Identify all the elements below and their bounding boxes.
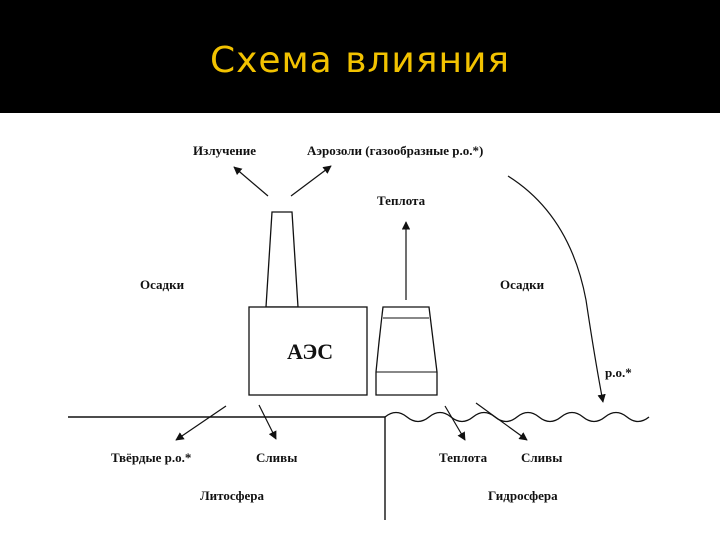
water-surface: [384, 411, 650, 423]
heat-bottom-arrow: [444, 405, 466, 441]
radiation-arrow: [233, 166, 269, 197]
label-heat-bottom: Теплота: [439, 450, 488, 465]
discharge-right-arrow: [475, 402, 528, 441]
influence-diagram: [68, 165, 650, 520]
label-heat-top: Теплота: [377, 193, 426, 208]
chimney: [265, 211, 299, 308]
label-ro: р.о.*: [605, 365, 632, 380]
discharge-left-arrow: [258, 404, 277, 440]
solid-ro-arrow: [175, 405, 227, 441]
label-solid-ro: Твёрдые р.о.*: [111, 450, 192, 465]
reactor-building: [248, 306, 368, 396]
cooling-tower: [375, 306, 438, 396]
label-npp: АЭС: [287, 339, 334, 364]
ro-deposition-arrow: [507, 175, 606, 403]
label-precip-right: Осадки: [500, 277, 545, 292]
aerosols-arrow: [290, 165, 332, 197]
title-bar: [0, 0, 720, 113]
label-discharges-left: Сливы: [256, 450, 298, 465]
label-lithosphere: Литосфера: [200, 488, 264, 503]
label-aerosols: Аэрозоли (газообразные р.о.*): [307, 143, 484, 158]
slide-title: Схема влияния: [209, 40, 511, 81]
ground-line: [68, 416, 386, 520]
label-hydrosphere: Гидросфера: [488, 488, 558, 503]
label-radiation: Излучение: [193, 143, 256, 158]
label-precip-left: Осадки: [140, 277, 185, 292]
label-discharges-right: Сливы: [521, 450, 563, 465]
